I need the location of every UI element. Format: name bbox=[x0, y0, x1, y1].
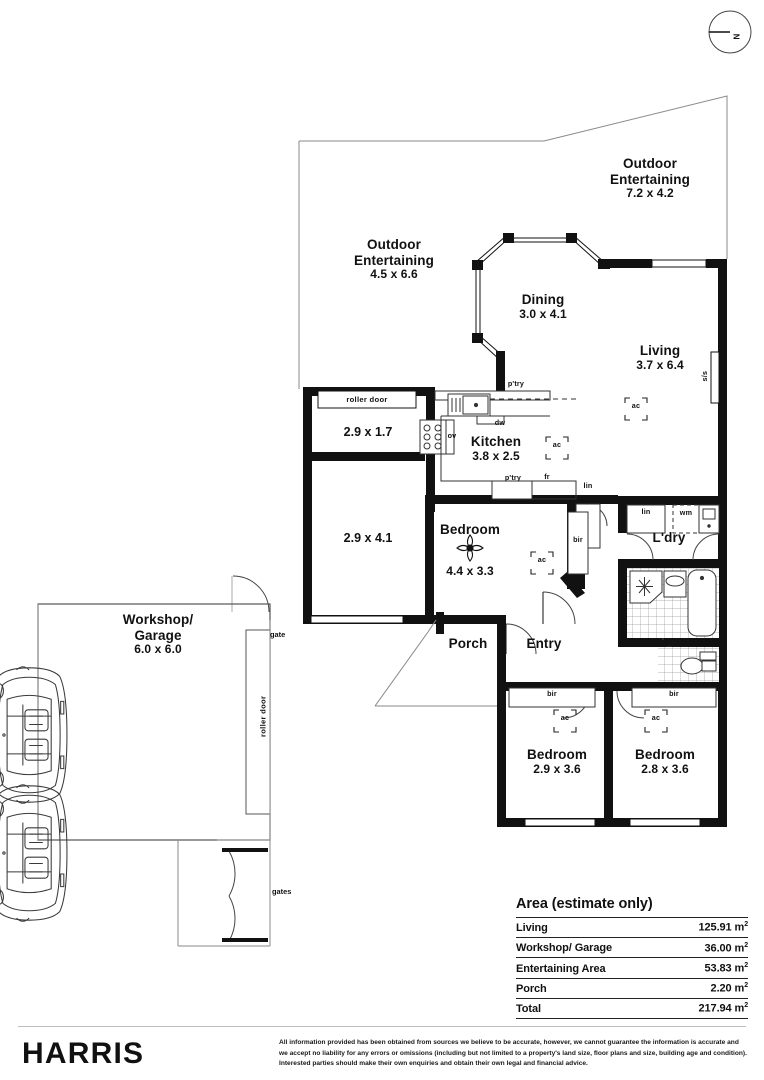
room-dimensions-bedroom-master: 4.4 x 3.3 bbox=[415, 564, 525, 579]
room-dimensions: 7.2 x 4.2 bbox=[626, 186, 674, 201]
label-dishwasher: dw bbox=[494, 418, 506, 427]
table-row: Living 125.91 m2 bbox=[516, 917, 748, 937]
room-dimensions-store-lower: 2.9 x 4.1 bbox=[343, 531, 393, 545]
label-washing-machine: wm bbox=[679, 508, 693, 517]
area-value: 53.83 m2 bbox=[704, 961, 749, 975]
label-ac-kitchen: ac bbox=[552, 440, 562, 449]
room-name: Outdoor bbox=[367, 237, 421, 252]
room-dimensions: 3.8 x 2.5 bbox=[472, 448, 520, 463]
room-dimensions: 4.4 x 3.3 bbox=[446, 564, 494, 578]
room-dimensions: 4.5 x 6.6 bbox=[370, 267, 418, 282]
room-name: Workshop/ bbox=[122, 612, 194, 627]
label-linen-laundry: lin bbox=[641, 507, 651, 516]
label-roller-door-garage: roller door bbox=[258, 695, 268, 738]
room-name: Porch bbox=[448, 636, 488, 651]
disclaimer-text: All information provided has been obtain… bbox=[279, 1039, 747, 1068]
label-fridge: fr bbox=[544, 472, 550, 481]
room-name: Kitchen bbox=[470, 434, 522, 449]
label-bir-bed2: bir bbox=[547, 689, 557, 698]
area-label: Entertaining Area bbox=[516, 962, 606, 975]
room-name: Outdoor bbox=[623, 156, 677, 171]
area-label: Total bbox=[516, 1002, 541, 1015]
room-dimensions-store-upper: 2.9 x 1.7 bbox=[343, 425, 393, 439]
room-name: Bedroom bbox=[635, 747, 695, 762]
footer-divider bbox=[18, 1026, 746, 1027]
label-ac-living: ac bbox=[631, 401, 641, 410]
area-title: Area (estimate only) bbox=[516, 896, 653, 912]
room-label-dining: Dining 3.0 x 4.1 bbox=[483, 292, 603, 322]
label-sliding-stacker: s/s bbox=[699, 370, 709, 382]
room-label-kitchen: Kitchen 3.8 x 2.5 bbox=[441, 434, 551, 464]
area-label: Porch bbox=[516, 982, 547, 995]
area-label: Living bbox=[516, 922, 548, 935]
room-label-outdoor-entertaining-side: Outdoor Entertaining 4.5 x 6.6 bbox=[310, 237, 478, 282]
room-label-bedroom-master: Bedroom bbox=[415, 522, 525, 538]
compass-n-text: N bbox=[731, 33, 741, 40]
room-dimensions: 2.8 x 3.6 bbox=[641, 761, 689, 776]
area-value: 217.94 m2 bbox=[698, 1002, 749, 1015]
room-label-bedroom-3: Bedroom 2.8 x 3.6 bbox=[613, 747, 717, 777]
room-label-laundry: L'dry bbox=[638, 530, 700, 546]
area-value: 125.91 m2 bbox=[698, 921, 749, 935]
table-row: Workshop/ Garage 36.00 m2 bbox=[516, 937, 748, 957]
area-label: Workshop/ Garage bbox=[516, 942, 612, 955]
brand-logo: HARRIS bbox=[22, 1037, 145, 1070]
label-ac-bed3: ac bbox=[651, 713, 661, 722]
label-pantry-lower: p'try bbox=[504, 473, 522, 482]
area-value: 2.20 m2 bbox=[710, 982, 749, 995]
room-name: Bedroom bbox=[440, 522, 500, 537]
room-name: Living bbox=[639, 343, 681, 358]
label-gate: gate bbox=[270, 630, 286, 639]
label-pantry-upper: p'try bbox=[507, 379, 525, 388]
compass-north-label: N bbox=[728, 26, 744, 45]
area-value: 36.00 m2 bbox=[704, 941, 749, 955]
room-label-bedroom-2: Bedroom 2.9 x 3.6 bbox=[505, 747, 609, 777]
room-name: Bedroom bbox=[527, 747, 587, 762]
room-label-entry: Entry bbox=[511, 636, 577, 652]
room-label-living: Living 3.7 x 6.4 bbox=[601, 343, 719, 373]
label-roller-door-store: roller door bbox=[346, 395, 388, 404]
label-oven: ov bbox=[447, 431, 457, 440]
room-label-outdoor-entertaining-rear: Outdoor Entertaining 7.2 x 4.2 bbox=[566, 156, 734, 201]
room-dimensions: 3.0 x 4.1 bbox=[519, 306, 567, 321]
room-name-line2: Entertaining bbox=[610, 171, 690, 187]
room-label-porch: Porch bbox=[435, 636, 501, 652]
table-row: Total 217.94 m2 bbox=[516, 997, 749, 1020]
room-label-workshop-garage: Workshop/ Garage 6.0 x 6.0 bbox=[84, 612, 232, 657]
room-name-line2: Garage bbox=[134, 627, 182, 643]
room-name: L'dry bbox=[652, 530, 686, 545]
table-row: Entertaining Area 53.83 m2 bbox=[516, 957, 748, 977]
label-ac-bed2: ac bbox=[560, 713, 570, 722]
label-bir-bed3: bir bbox=[669, 689, 679, 698]
label-ac-master: ac bbox=[537, 555, 547, 564]
room-name: Entry bbox=[526, 636, 562, 651]
area-summary-table: Area (estimate only) Living 125.91 m2 Wo… bbox=[516, 896, 749, 1020]
label-bir-master: bir bbox=[573, 535, 583, 544]
label-linen-kitchen: lin bbox=[583, 481, 593, 490]
table-row: Porch 2.20 m2 bbox=[516, 977, 749, 998]
room-name-line2: Entertaining bbox=[354, 252, 434, 268]
room-dimensions: 6.0 x 6.0 bbox=[134, 642, 182, 657]
label-gates: gates bbox=[272, 887, 292, 896]
room-dimensions: 2.9 x 3.6 bbox=[533, 761, 581, 776]
room-dimensions: 3.7 x 6.4 bbox=[636, 357, 684, 372]
room-name: Dining bbox=[521, 292, 565, 307]
